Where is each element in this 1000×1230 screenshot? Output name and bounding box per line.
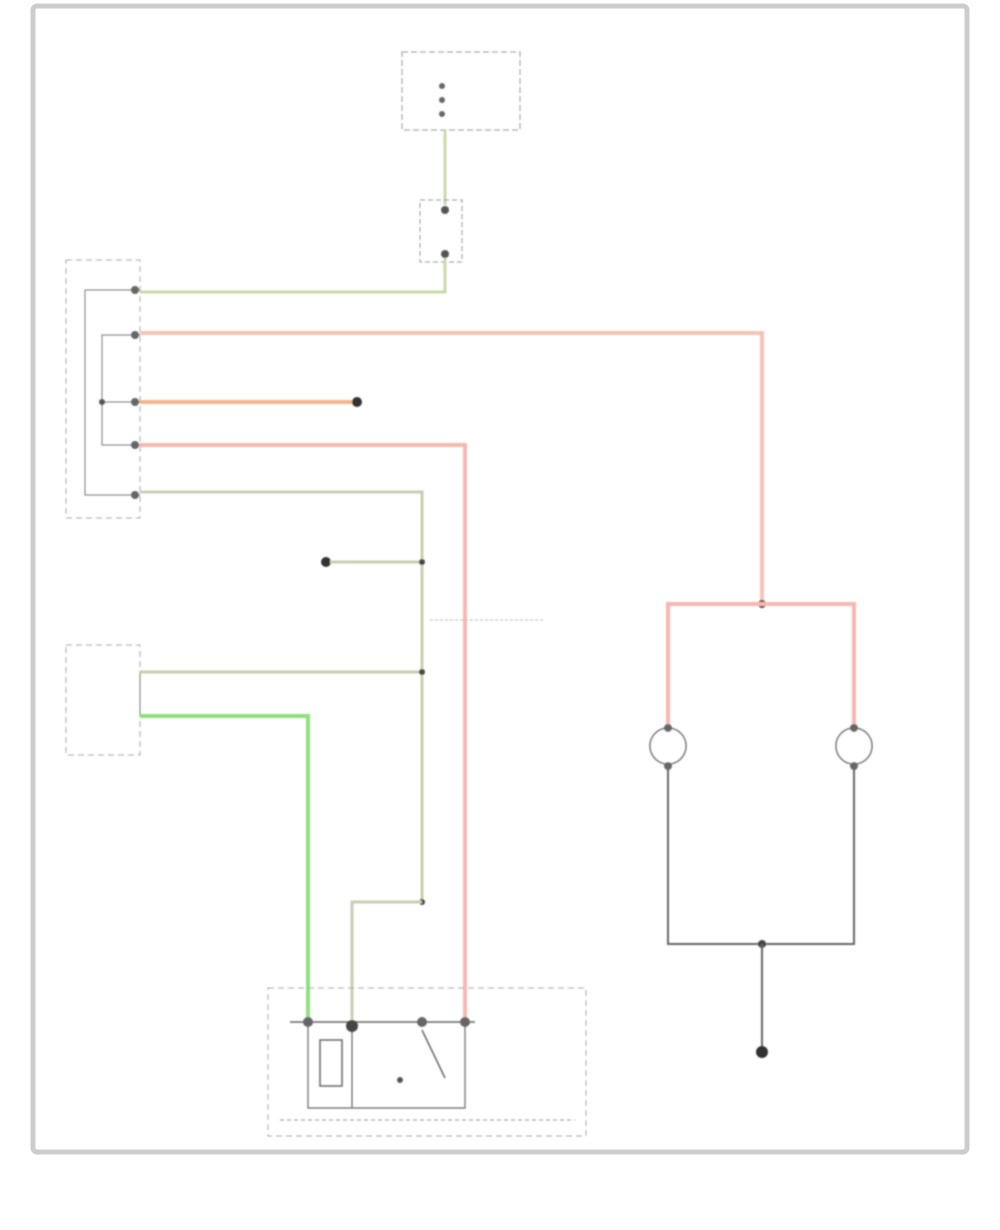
relay-coil [319, 1039, 343, 1087]
relay-circuit [398, 1022, 466, 1109]
junction-terminal [441, 206, 449, 214]
bcm-internal-bus [84, 289, 140, 496]
wire-segment [667, 766, 855, 945]
wire-endpoint [352, 397, 362, 407]
relay-contact [397, 1077, 403, 1083]
diagram-frame [30, 3, 970, 1155]
wire-segment [666, 602, 856, 728]
bcm-pin [131, 398, 139, 406]
lamp-terminal [850, 724, 858, 732]
bcm-pin [131, 286, 139, 294]
splice-node [419, 559, 425, 565]
fuse-box [401, 51, 521, 131]
wire-segment [140, 443, 467, 1022]
bcm-internal-bus [101, 334, 140, 446]
junction-terminal [441, 250, 449, 258]
fuse-box-terminal [439, 111, 445, 117]
junction-connector [419, 199, 463, 263]
relay-switch-arm [421, 1029, 446, 1079]
tcm-connector [65, 644, 141, 756]
wire-segment [350, 900, 422, 1022]
bcm-pin [131, 331, 139, 339]
wire-segment [140, 258, 447, 294]
wire-segment [140, 490, 424, 902]
switch-terminal [346, 1020, 358, 1032]
bcm-pin [131, 491, 139, 499]
fuse-box-terminal [439, 83, 445, 89]
bcm-pin [131, 441, 139, 449]
fuse-box-terminal [439, 97, 445, 103]
wire-segment [140, 714, 310, 1022]
ground-icon [756, 1046, 768, 1058]
splice-node [419, 669, 425, 675]
switch-terminal [303, 1017, 313, 1027]
left-reverse-lamp [649, 727, 687, 765]
wire-endpoint [321, 557, 331, 567]
bcm-node [99, 399, 105, 405]
bcm-connector [65, 259, 141, 519]
right-reverse-lamp [835, 727, 873, 765]
switch-terminal [460, 1017, 470, 1027]
lamp-terminal [664, 724, 672, 732]
switch-relay-box [267, 987, 587, 1137]
wire-segment [140, 331, 764, 604]
relay-circuit [307, 1022, 398, 1109]
switch-terminal [417, 1017, 427, 1027]
